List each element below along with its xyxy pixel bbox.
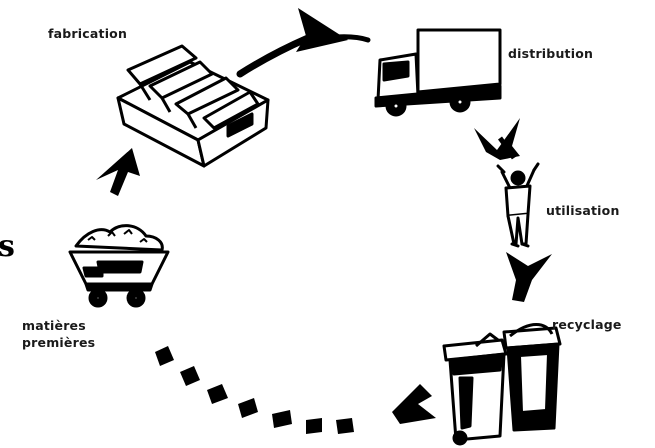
arrow-distribution-to-utilisation: [474, 118, 520, 160]
arrow-matieres-to-fabrication: [96, 148, 140, 196]
mine-cart-icon: [68, 224, 170, 308]
dashed-return-path: [155, 346, 436, 434]
label-recyclage: recyclage: [552, 317, 622, 332]
label-matieres-line2: premières: [22, 335, 96, 350]
arrow-fabrication-to-distribution: [236, 8, 371, 78]
label-fabrication: fabrication: [48, 26, 128, 41]
cropped-edge-letter: s: [0, 229, 15, 264]
recycling-bins-icon: [442, 323, 562, 446]
arrow-utilisation-to-recyclage: [506, 252, 552, 302]
label-matieres-line1: matières: [22, 318, 86, 333]
truck-icon: [374, 28, 502, 117]
label-utilisation: utilisation: [546, 203, 620, 218]
cardboard-box-icon: [116, 44, 270, 168]
label-distribution: distribution: [508, 46, 594, 61]
person-icon: [496, 162, 540, 248]
